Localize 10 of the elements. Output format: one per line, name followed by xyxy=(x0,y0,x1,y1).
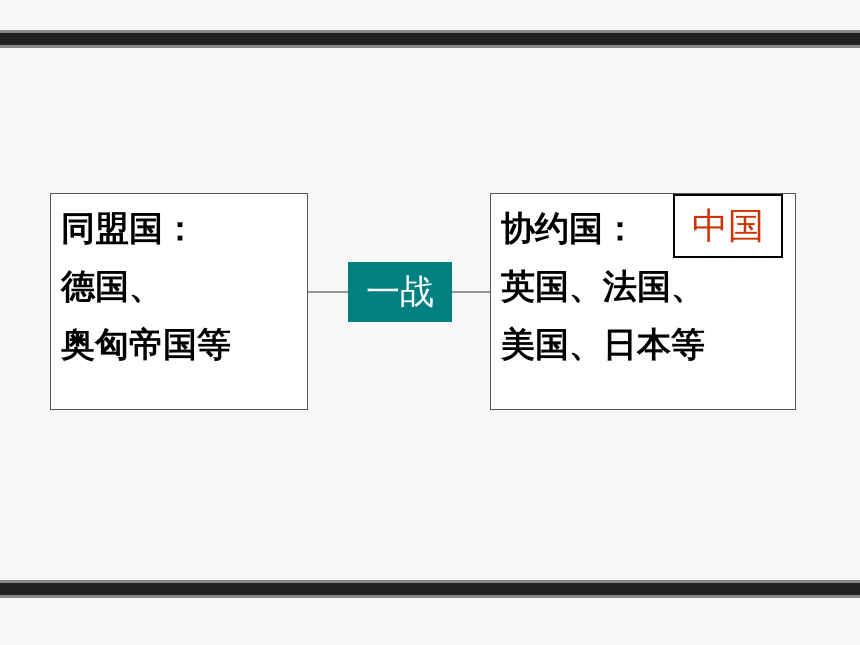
text-box xyxy=(50,193,308,410)
text-box xyxy=(673,194,783,258)
label-box xyxy=(348,262,452,322)
node-text: 英国、法国、美国、日本等 xyxy=(501,267,706,366)
node-text: 一战 xyxy=(365,272,435,313)
heading-text: 同盟国： xyxy=(61,209,197,250)
text-box xyxy=(490,193,796,410)
heading-text: 协约国： xyxy=(501,209,637,250)
node-text: 德国、奥匈帝国等 xyxy=(61,267,232,366)
node-text: 中国 xyxy=(691,204,765,248)
